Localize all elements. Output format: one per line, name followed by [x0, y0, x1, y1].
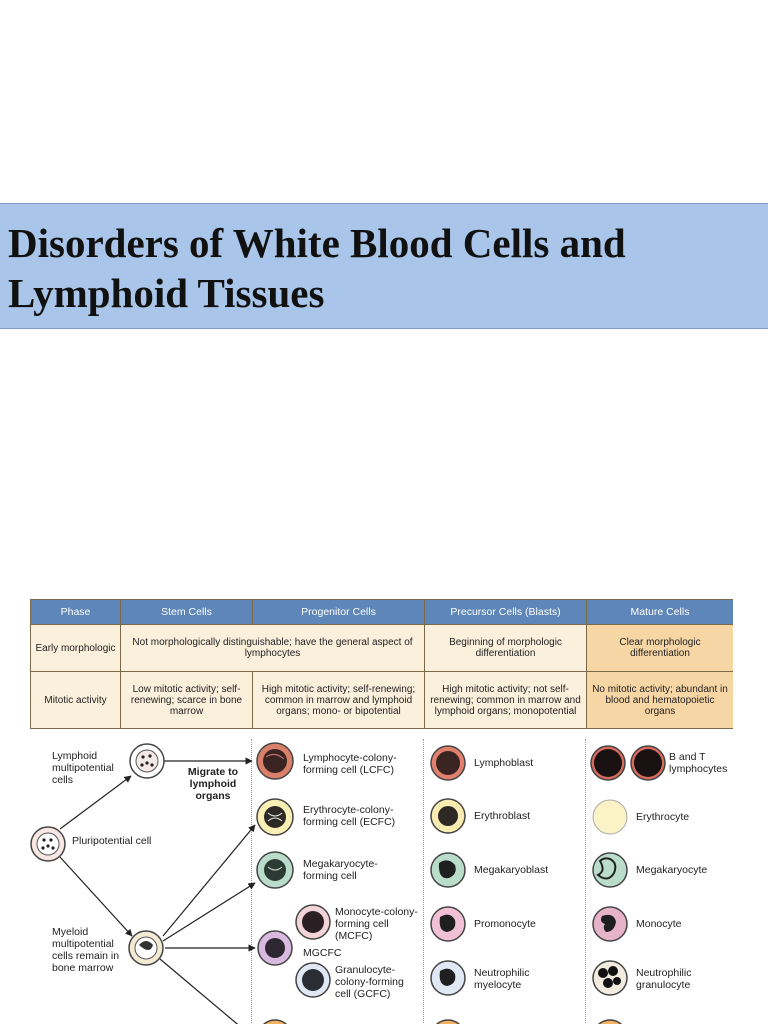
monocyte-label: Monocyte: [636, 918, 682, 930]
erythrocyte-label: Erythrocyte: [636, 811, 690, 823]
bottom-row-cell-icon: [262, 1019, 623, 1024]
neut-granulocyte-label: Neutrophilic granulocyte: [636, 967, 692, 991]
header-mature: Mature Cells: [586, 599, 733, 625]
ecfc-label: Erythrocyte-colony-forming cell (ECFC): [303, 804, 396, 828]
mgcfc-cell-icon: [257, 930, 293, 966]
lymphoid-cell-icon: [129, 743, 165, 779]
bt-lymphocytes-label: B and T lymphocytes: [669, 751, 728, 775]
column-divider: [585, 739, 586, 1024]
table-row: Mitotic activity Low mitotic activity; s…: [30, 671, 733, 729]
lcfc-label: Lymphocyte-colony-forming cell (LCFC): [303, 752, 397, 776]
ecfc-cell-icon: [256, 798, 294, 836]
megakaryoblast-label: Megakaryoblast: [474, 864, 549, 876]
slide-title: Disorders of White Blood Cells and Lymph…: [8, 220, 626, 316]
lymphoblast-label: Lymphoblast: [474, 757, 534, 769]
megakaryocyte-icon: [592, 852, 628, 888]
mgk-forming-label: Megakaryocyte-forming cell: [303, 858, 378, 882]
lineage-arrows: [59, 757, 256, 1024]
lymphoblast-icon: [430, 745, 466, 781]
gcfc-label: Granulocyte-colony-forming cell (GCFC): [335, 964, 404, 1000]
erythroblast-label: Erythroblast: [474, 810, 531, 822]
monocyte-icon: [592, 906, 628, 942]
promonocyte-label: Promonocyte: [474, 918, 536, 930]
mgcfc-label: MGCFC: [303, 947, 342, 959]
myeloid-label: Myeloid multipotential cells remain in b…: [52, 926, 120, 974]
gcfc-cell-icon: [295, 962, 331, 998]
migrate-label: Migrate to lymphoid organs: [187, 766, 239, 802]
myeloid-cell-icon: [128, 930, 164, 966]
mitotic-progenitor: High mitotic activity; self-renewing; co…: [252, 671, 425, 729]
early-precursor: Beginning of morphologic differentiation: [424, 624, 587, 672]
t-lymphocyte-icon: [630, 745, 666, 781]
neut-myelocyte-label: Neutrophilic myelocyte: [474, 967, 530, 991]
table-row: Early morphologic Not morphologically di…: [30, 624, 733, 672]
early-label: Early morphologic: [30, 624, 121, 672]
pluripotential-cell-icon: [30, 826, 66, 862]
megakaryocyte-forming-cell-icon: [256, 851, 294, 889]
mitotic-label: Mitotic activity: [30, 671, 121, 729]
column-divider: [251, 739, 252, 1024]
megakaryocyte-label: Megakaryocyte: [636, 864, 708, 876]
title-banner: Disorders of White Blood Cells and Lymph…: [0, 203, 768, 329]
mcfc-label: Monocyte-colony-forming cell (MCFC): [335, 906, 418, 942]
mitotic-mature: No mitotic activity; abundant in blood a…: [586, 671, 733, 729]
lcfc-cell-icon: [256, 742, 294, 780]
promonocyte-icon: [430, 906, 466, 942]
header-phase: Phase: [30, 599, 121, 625]
lymphoid-label: Lymphoid multipotential cells: [52, 750, 114, 786]
hematopoiesis-figure: Phase Stem Cells Progenitor Cells Precur…: [30, 599, 733, 1024]
mitotic-precursor: High mitotic activity; not self-renewing…: [424, 671, 587, 729]
megakaryoblast-icon: [430, 852, 466, 888]
early-mature: Clear morphologic differentiation: [586, 624, 733, 672]
b-lymphocyte-icon: [590, 745, 626, 781]
erythrocyte-icon: [592, 799, 628, 835]
column-divider: [423, 739, 424, 1024]
early-stem-progenitor: Not morphologically distinguishable; hav…: [120, 624, 425, 672]
neutrophilic-myelocyte-icon: [430, 960, 466, 996]
header-precursor: Precursor Cells (Blasts): [424, 599, 587, 625]
pluripotential-label: Pluripotential cell: [72, 835, 152, 847]
erythroblast-icon: [430, 798, 466, 834]
table-header-row: Phase Stem Cells Progenitor Cells Precur…: [30, 599, 733, 625]
mcfc-cell-icon: [295, 904, 331, 940]
phase-table: Phase Stem Cells Progenitor Cells Precur…: [30, 599, 733, 729]
mitotic-stem: Low mitotic activity; self-renewing; sca…: [120, 671, 253, 729]
lineage-diagram: [30, 742, 666, 1024]
neutrophilic-granulocyte-icon: [592, 960, 628, 996]
